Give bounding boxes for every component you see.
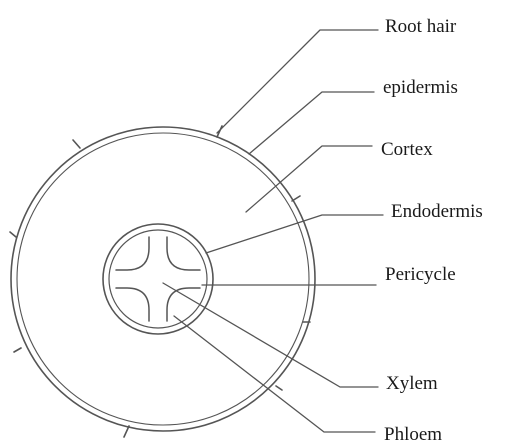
label-endodermis: Endodermis: [391, 202, 483, 221]
root-hair-6: [14, 348, 21, 352]
root-hair-7: [124, 426, 129, 437]
label-xylem: Xylem: [386, 374, 438, 393]
label-epidermis: epidermis: [383, 78, 458, 97]
label-root-hair: Root hair: [385, 17, 456, 36]
root-hair-4: [10, 232, 16, 237]
root-hair-3: [292, 196, 300, 201]
xylem-cross: [116, 237, 200, 321]
epidermis-outer-ring: [11, 127, 315, 431]
leader-endodermis: [206, 215, 383, 253]
pericycle-ring: [109, 230, 207, 328]
root-hair-2: [73, 140, 80, 148]
leader-epidermis: [249, 92, 374, 154]
root-hair-8: [276, 386, 282, 390]
label-phloem: Phloem: [384, 425, 442, 444]
epidermis-inner-ring: [17, 133, 309, 425]
label-pericycle: Pericycle: [385, 265, 456, 284]
leader-cortex: [246, 146, 372, 212]
label-cortex: Cortex: [381, 140, 433, 159]
leader-xylem: [163, 283, 378, 387]
endodermis-ring: [103, 224, 213, 334]
leader-root-hair: [217, 30, 378, 133]
leader-lines: [163, 30, 383, 432]
